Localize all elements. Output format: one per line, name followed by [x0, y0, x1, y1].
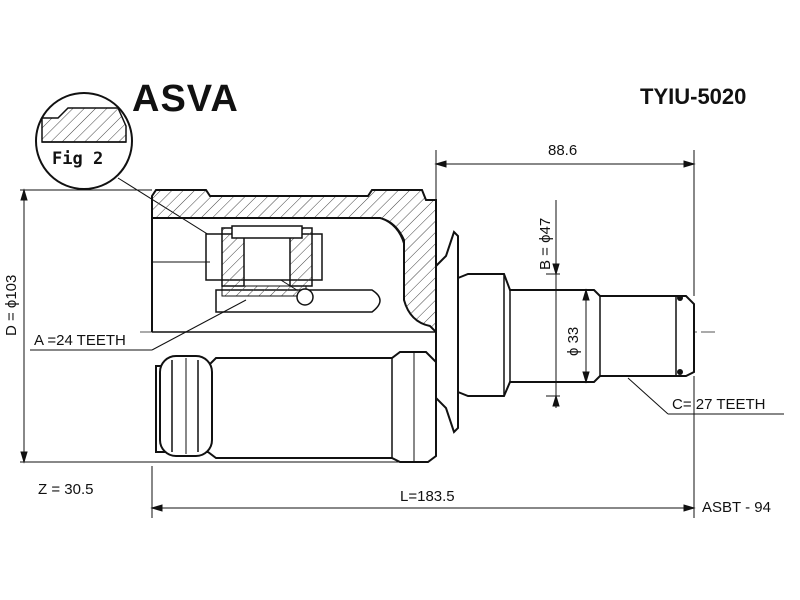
detail-circle — [35, 92, 301, 293]
overall-length-label: L=183.5 — [400, 488, 455, 505]
outer-spline-label: C= 27 TEETH — [672, 396, 766, 413]
dimension-lines — [20, 150, 784, 518]
outer-diameter-label: D = ϕ103 — [3, 274, 20, 336]
stub-shaft — [457, 273, 695, 397]
flange-diameter-label: B = ϕ47 — [537, 217, 554, 270]
part-number: TYIU-5020 — [640, 84, 747, 109]
figure-label: Fig 2 — [52, 149, 104, 169]
z-value-label: Z = 30.5 — [38, 481, 94, 498]
brand-logo: ASVA — [132, 78, 239, 120]
flange — [435, 230, 459, 434]
boot — [155, 351, 437, 463]
inner-spline-label: A =24 TEETH — [34, 332, 126, 349]
shaft-length-label: 88.6 — [548, 142, 578, 159]
shaft-diameter-label: ϕ 33 — [565, 326, 582, 356]
boot-code-label: ASBT - 94 — [702, 499, 771, 516]
inner-race — [152, 225, 381, 313]
